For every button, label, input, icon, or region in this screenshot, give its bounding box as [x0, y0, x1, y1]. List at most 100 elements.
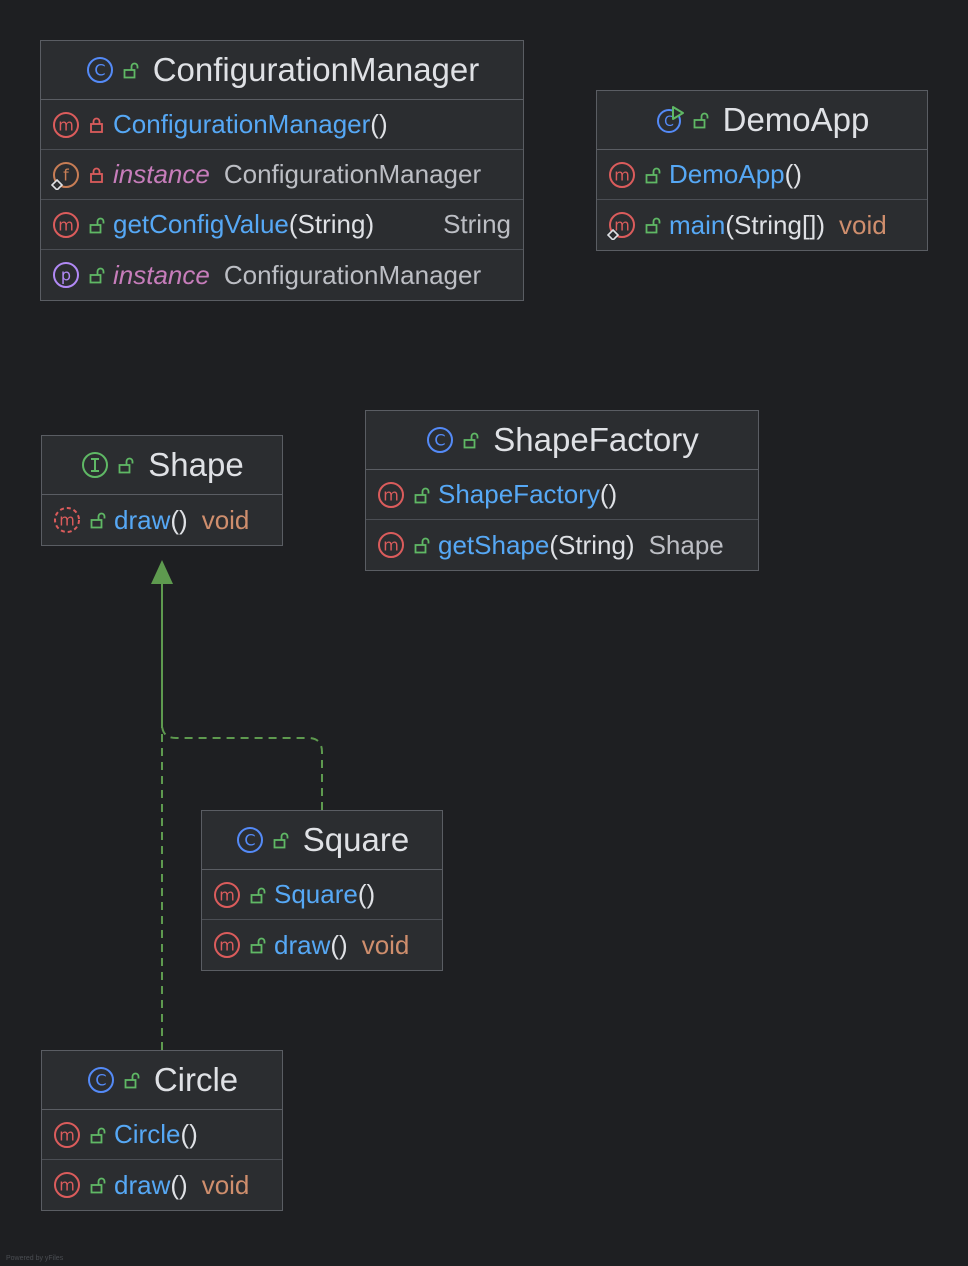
private-visibility-icon — [89, 166, 105, 184]
member-name: draw — [114, 504, 171, 535]
svg-text:m: m — [59, 1176, 75, 1195]
class-node-circle[interactable]: C Circle m Circle() m draw()void — [41, 1050, 283, 1211]
member-params: () — [170, 504, 188, 535]
class-icon: C — [425, 425, 455, 455]
member-name: Square — [274, 879, 358, 909]
member-name: main — [669, 209, 726, 240]
method-icon: m — [212, 880, 242, 910]
class-name: Circle — [153, 1061, 239, 1098]
svg-text:m: m — [219, 936, 235, 955]
member-row[interactable]: m main(String[]) void — [597, 200, 927, 250]
svg-text:m: m — [58, 215, 74, 234]
class-header[interactable]: C ConfigurationManager — [41, 41, 523, 100]
member-name: DemoApp — [669, 159, 785, 189]
svg-text:m: m — [383, 536, 399, 555]
class-header[interactable]: Shape — [42, 436, 282, 495]
method-icon: m — [51, 210, 81, 240]
class-node-square[interactable]: C Square m Square() m draw()void — [201, 810, 443, 971]
method-icon: m — [52, 1170, 82, 1200]
member-return-type: void — [839, 209, 887, 240]
method-icon: m — [51, 110, 81, 140]
class-icon: C — [235, 825, 265, 855]
member-params: (String) — [549, 529, 635, 560]
class-icon: C — [86, 1065, 116, 1095]
svg-text:C: C — [435, 431, 446, 450]
footer-credit: Powered by yFiles — [6, 1255, 64, 1262]
member-name: ShapeFactory — [438, 479, 600, 509]
member-params: (String[]) — [725, 209, 826, 240]
class-node-shape-factory[interactable]: C ShapeFactory m ShapeFactory() m getSha… — [365, 410, 759, 571]
class-header[interactable]: C ShapeFactory — [366, 411, 758, 470]
member-row[interactable]: m DemoApp() — [597, 150, 927, 200]
public-visibility-icon — [645, 166, 661, 184]
public-visibility-icon — [250, 886, 266, 904]
private-visibility-icon — [89, 116, 105, 134]
member-params: (String) — [288, 209, 375, 239]
class-node-shape[interactable]: Shape m draw() void — [41, 435, 283, 546]
method-static-icon: m — [607, 210, 637, 240]
abstract-method-icon: m — [52, 505, 82, 535]
member-row[interactable]: m Circle() — [42, 1110, 282, 1160]
class-node-demo-app[interactable]: C DemoApp m DemoApp() m main(String[])vo — [596, 90, 928, 251]
member-return-type: void — [201, 504, 250, 535]
svg-text:m: m — [58, 115, 74, 134]
field-static-icon: f — [51, 160, 81, 190]
method-icon: m — [376, 530, 406, 560]
class-name: ShapeFactory — [493, 421, 699, 458]
member-row[interactable]: m getConfigValue(String)String — [41, 200, 523, 250]
public-visibility-icon — [250, 936, 266, 954]
svg-text:C: C — [664, 114, 674, 130]
public-visibility-icon — [273, 831, 289, 849]
svg-text:C: C — [95, 1071, 106, 1090]
member-name: Circle — [114, 1119, 181, 1149]
public-visibility-icon — [414, 536, 430, 554]
method-icon: m — [376, 480, 406, 510]
member-row[interactable]: m Square() — [202, 870, 442, 920]
class-node-configuration-manager[interactable]: C ConfigurationManager m ConfigurationMa… — [40, 40, 524, 301]
public-visibility-icon — [90, 1176, 106, 1194]
public-visibility-icon — [90, 1126, 106, 1144]
svg-text:m: m — [59, 1125, 75, 1144]
member-keyword: instance — [113, 259, 210, 290]
member-params: () — [784, 159, 802, 189]
class-header[interactable]: C Square — [202, 811, 442, 870]
method-icon: m — [607, 160, 637, 190]
property-icon: p — [51, 260, 81, 290]
interface-icon — [80, 450, 110, 480]
public-visibility-icon — [118, 456, 134, 474]
member-row[interactable]: m draw()void — [202, 920, 442, 970]
member-params: () — [370, 109, 388, 139]
public-visibility-icon — [89, 216, 105, 234]
realization-edge-square-to-shape[interactable] — [161, 582, 323, 810]
public-visibility-icon — [414, 486, 430, 504]
class-name: DemoApp — [722, 101, 870, 138]
member-params: () — [170, 1169, 188, 1200]
class-icon: C — [85, 55, 115, 85]
svg-text:m: m — [219, 885, 235, 904]
member-name: getConfigValue — [113, 209, 289, 239]
svg-text:m: m — [614, 216, 630, 235]
public-visibility-icon — [463, 431, 479, 449]
class-name: Square — [302, 821, 410, 858]
member-return-type: void — [361, 929, 410, 960]
member-name: draw — [274, 929, 331, 960]
member-row[interactable]: m draw() void — [42, 495, 282, 545]
member-row[interactable]: m draw() void — [42, 1160, 282, 1210]
public-visibility-icon — [89, 266, 105, 284]
class-header[interactable]: C DemoApp — [597, 91, 927, 150]
member-row[interactable]: m ConfigurationManager() — [41, 100, 523, 150]
member-params: () — [180, 1119, 198, 1149]
member-return-type: void — [201, 1169, 250, 1200]
method-icon: m — [212, 930, 242, 960]
class-header[interactable]: C Circle — [42, 1051, 282, 1110]
member-name: ConfigurationManager — [113, 109, 371, 139]
member-name: draw — [114, 1169, 171, 1200]
member-row[interactable]: m getShape(String)Shape — [366, 520, 758, 570]
public-visibility-icon — [693, 111, 709, 129]
member-row[interactable]: m ShapeFactory() — [366, 470, 758, 520]
svg-text:p: p — [61, 266, 71, 285]
